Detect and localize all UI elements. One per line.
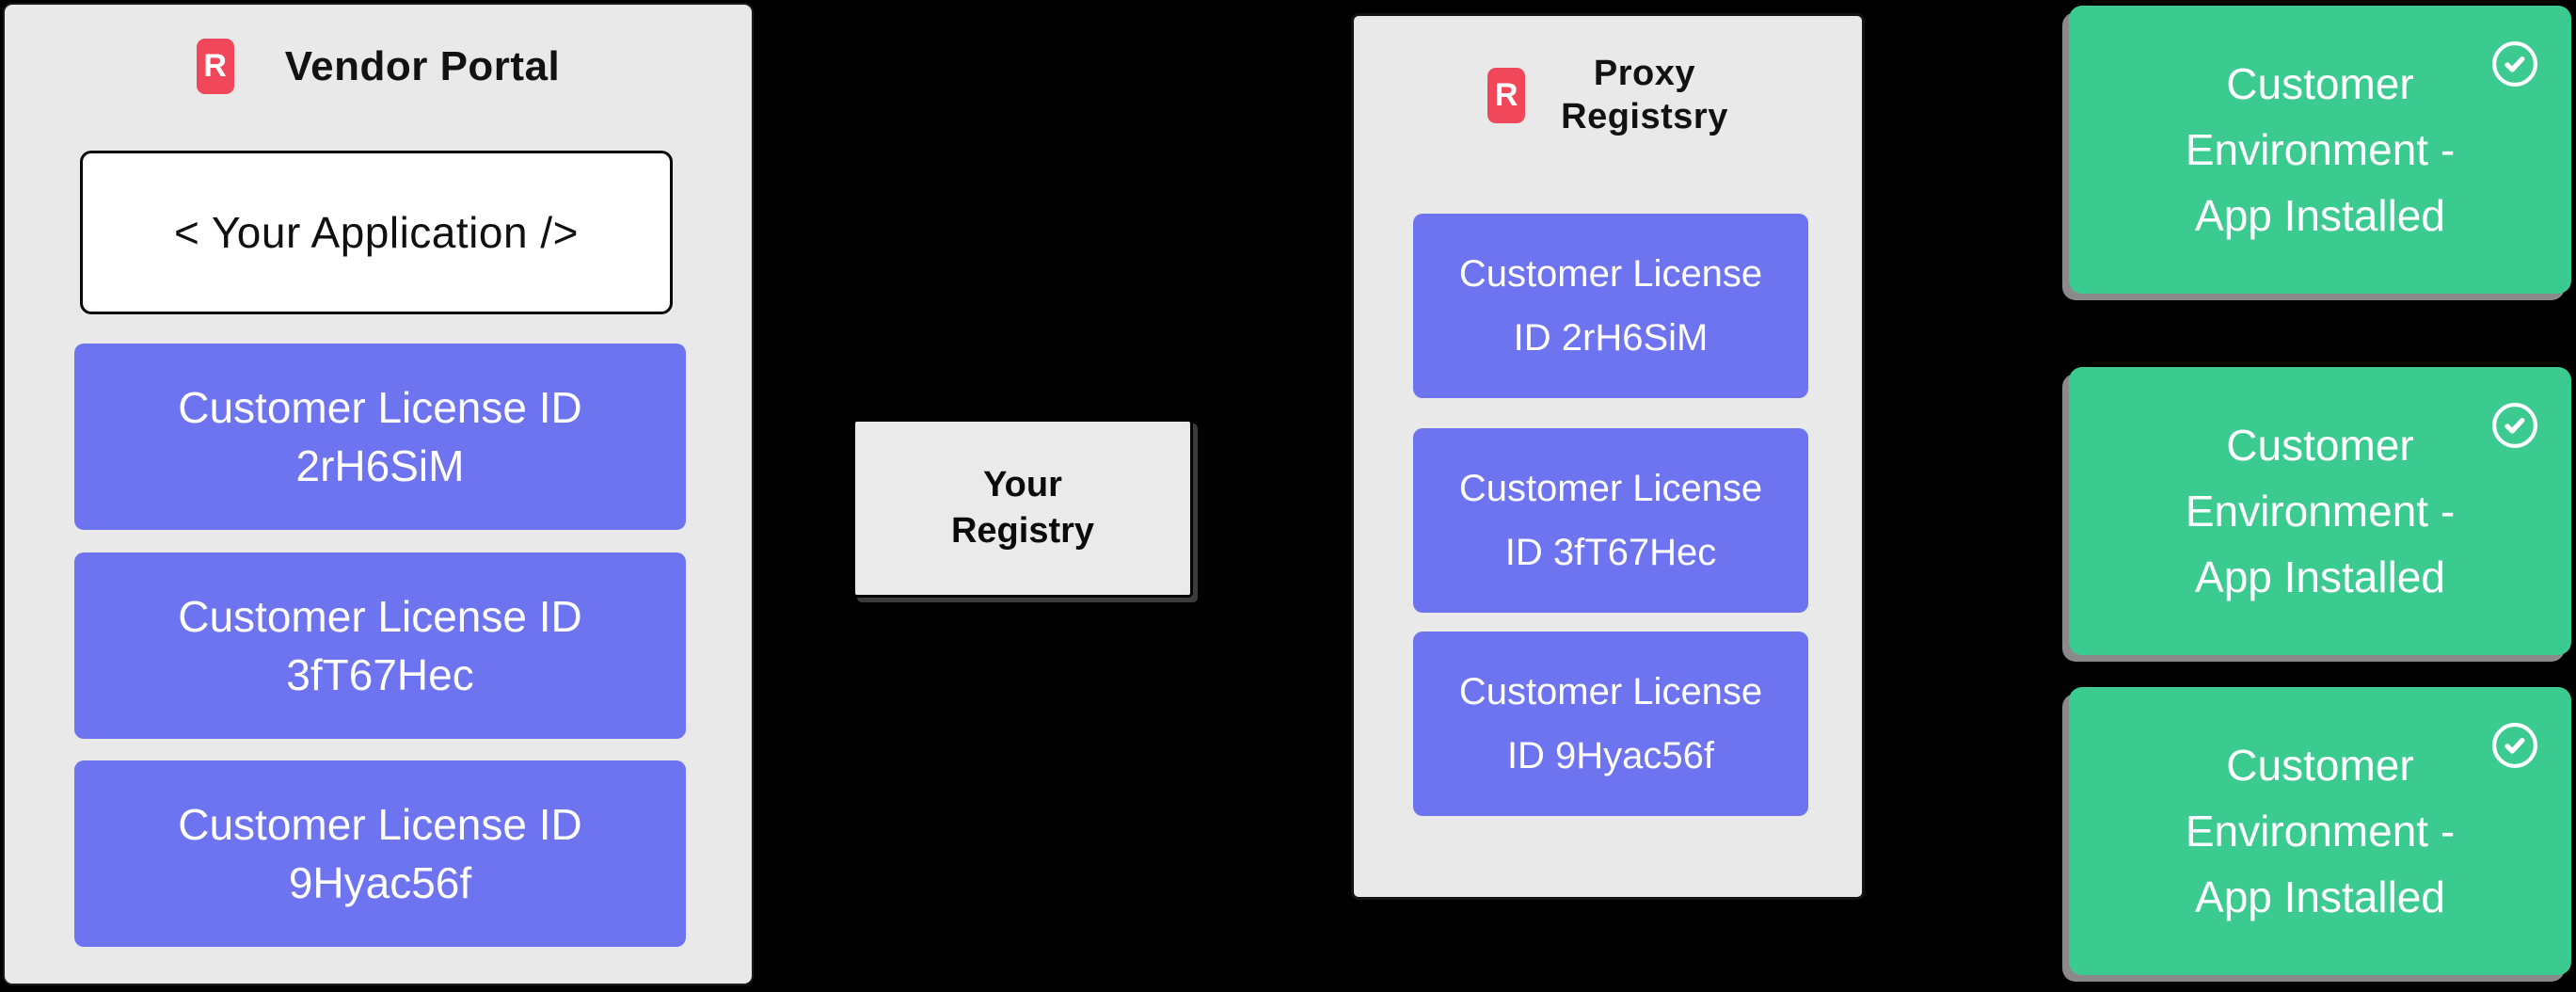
- registry-logo-icon: R: [196, 39, 234, 94]
- check-circle-icon: [2490, 401, 2539, 450]
- environment-line: Customer: [2226, 421, 2414, 470]
- environment-line: Environment -: [2185, 125, 2456, 174]
- proxy-registry-title: Proxy Registsry: [1561, 52, 1728, 139]
- license-id: ID 9Hyac56f: [1506, 735, 1715, 776]
- license-card: Customer License ID 9Hyac56f: [74, 760, 686, 947]
- license-id: 3fT67Hec: [286, 650, 474, 699]
- your-application-label: < Your Application />: [174, 208, 579, 257]
- license-card: Customer License ID 2rH6SiM: [1413, 214, 1808, 398]
- license-line: Customer License ID: [178, 383, 582, 432]
- environment-line: App Installed: [2195, 191, 2445, 240]
- registry-logo-letter: R: [1494, 76, 1519, 113]
- license-id: 9Hyac56f: [288, 858, 472, 907]
- environment-line: Customer: [2226, 59, 2414, 108]
- vendor-portal-header: R Vendor Portal: [5, 39, 752, 94]
- your-registry-line: Your: [983, 464, 1062, 504]
- environment-line: App Installed: [2195, 552, 2445, 601]
- proxy-registry-header: R Proxy Registsry: [1354, 52, 1862, 139]
- license-line: Customer License: [1458, 253, 1763, 295]
- license-line: Customer License: [1458, 468, 1763, 509]
- environment-line: App Installed: [2195, 872, 2445, 921]
- proxy-title-line: Proxy: [1593, 54, 1696, 93]
- license-line: Customer License: [1458, 671, 1763, 712]
- license-id: ID 2rH6SiM: [1513, 317, 1709, 359]
- license-line: Customer License ID: [178, 592, 582, 641]
- license-id: 2rH6SiM: [295, 441, 465, 490]
- vendor-portal-panel: R Vendor Portal < Your Application /> Cu…: [3, 3, 754, 985]
- license-card: Customer License ID 9Hyac56f: [1413, 632, 1808, 816]
- your-registry-line: Registry: [950, 511, 1095, 551]
- license-card: Customer License ID 3fT67Hec: [1413, 428, 1808, 613]
- check-circle-icon: [2490, 721, 2539, 770]
- environment-line: Customer: [2226, 741, 2414, 790]
- environment-line: Environment -: [2185, 487, 2456, 536]
- license-card: Customer License ID 2rH6SiM: [74, 344, 686, 530]
- license-id: ID 3fT67Hec: [1504, 532, 1717, 573]
- proxy-title-line: Registsry: [1561, 97, 1728, 137]
- check-circle-icon: [2490, 40, 2539, 88]
- your-application-box: < Your Application />: [80, 151, 673, 314]
- license-card: Customer License ID 3fT67Hec: [74, 552, 686, 739]
- your-registry-box: Your Registry: [852, 419, 1193, 598]
- customer-environment-card: Customer Environment - App Installed: [2069, 687, 2571, 975]
- customer-environment-card: Customer Environment - App Installed: [2069, 367, 2571, 655]
- license-line: Customer License ID: [178, 800, 582, 849]
- proxy-registry-panel: R Proxy Registsry Customer License ID 2r…: [1351, 13, 1865, 900]
- environment-line: Environment -: [2185, 807, 2456, 856]
- customer-environment-card: Customer Environment - App Installed: [2069, 6, 2571, 294]
- vendor-portal-title: Vendor Portal: [284, 42, 561, 89]
- registry-logo-letter: R: [203, 48, 227, 84]
- registry-logo-icon: R: [1487, 67, 1526, 123]
